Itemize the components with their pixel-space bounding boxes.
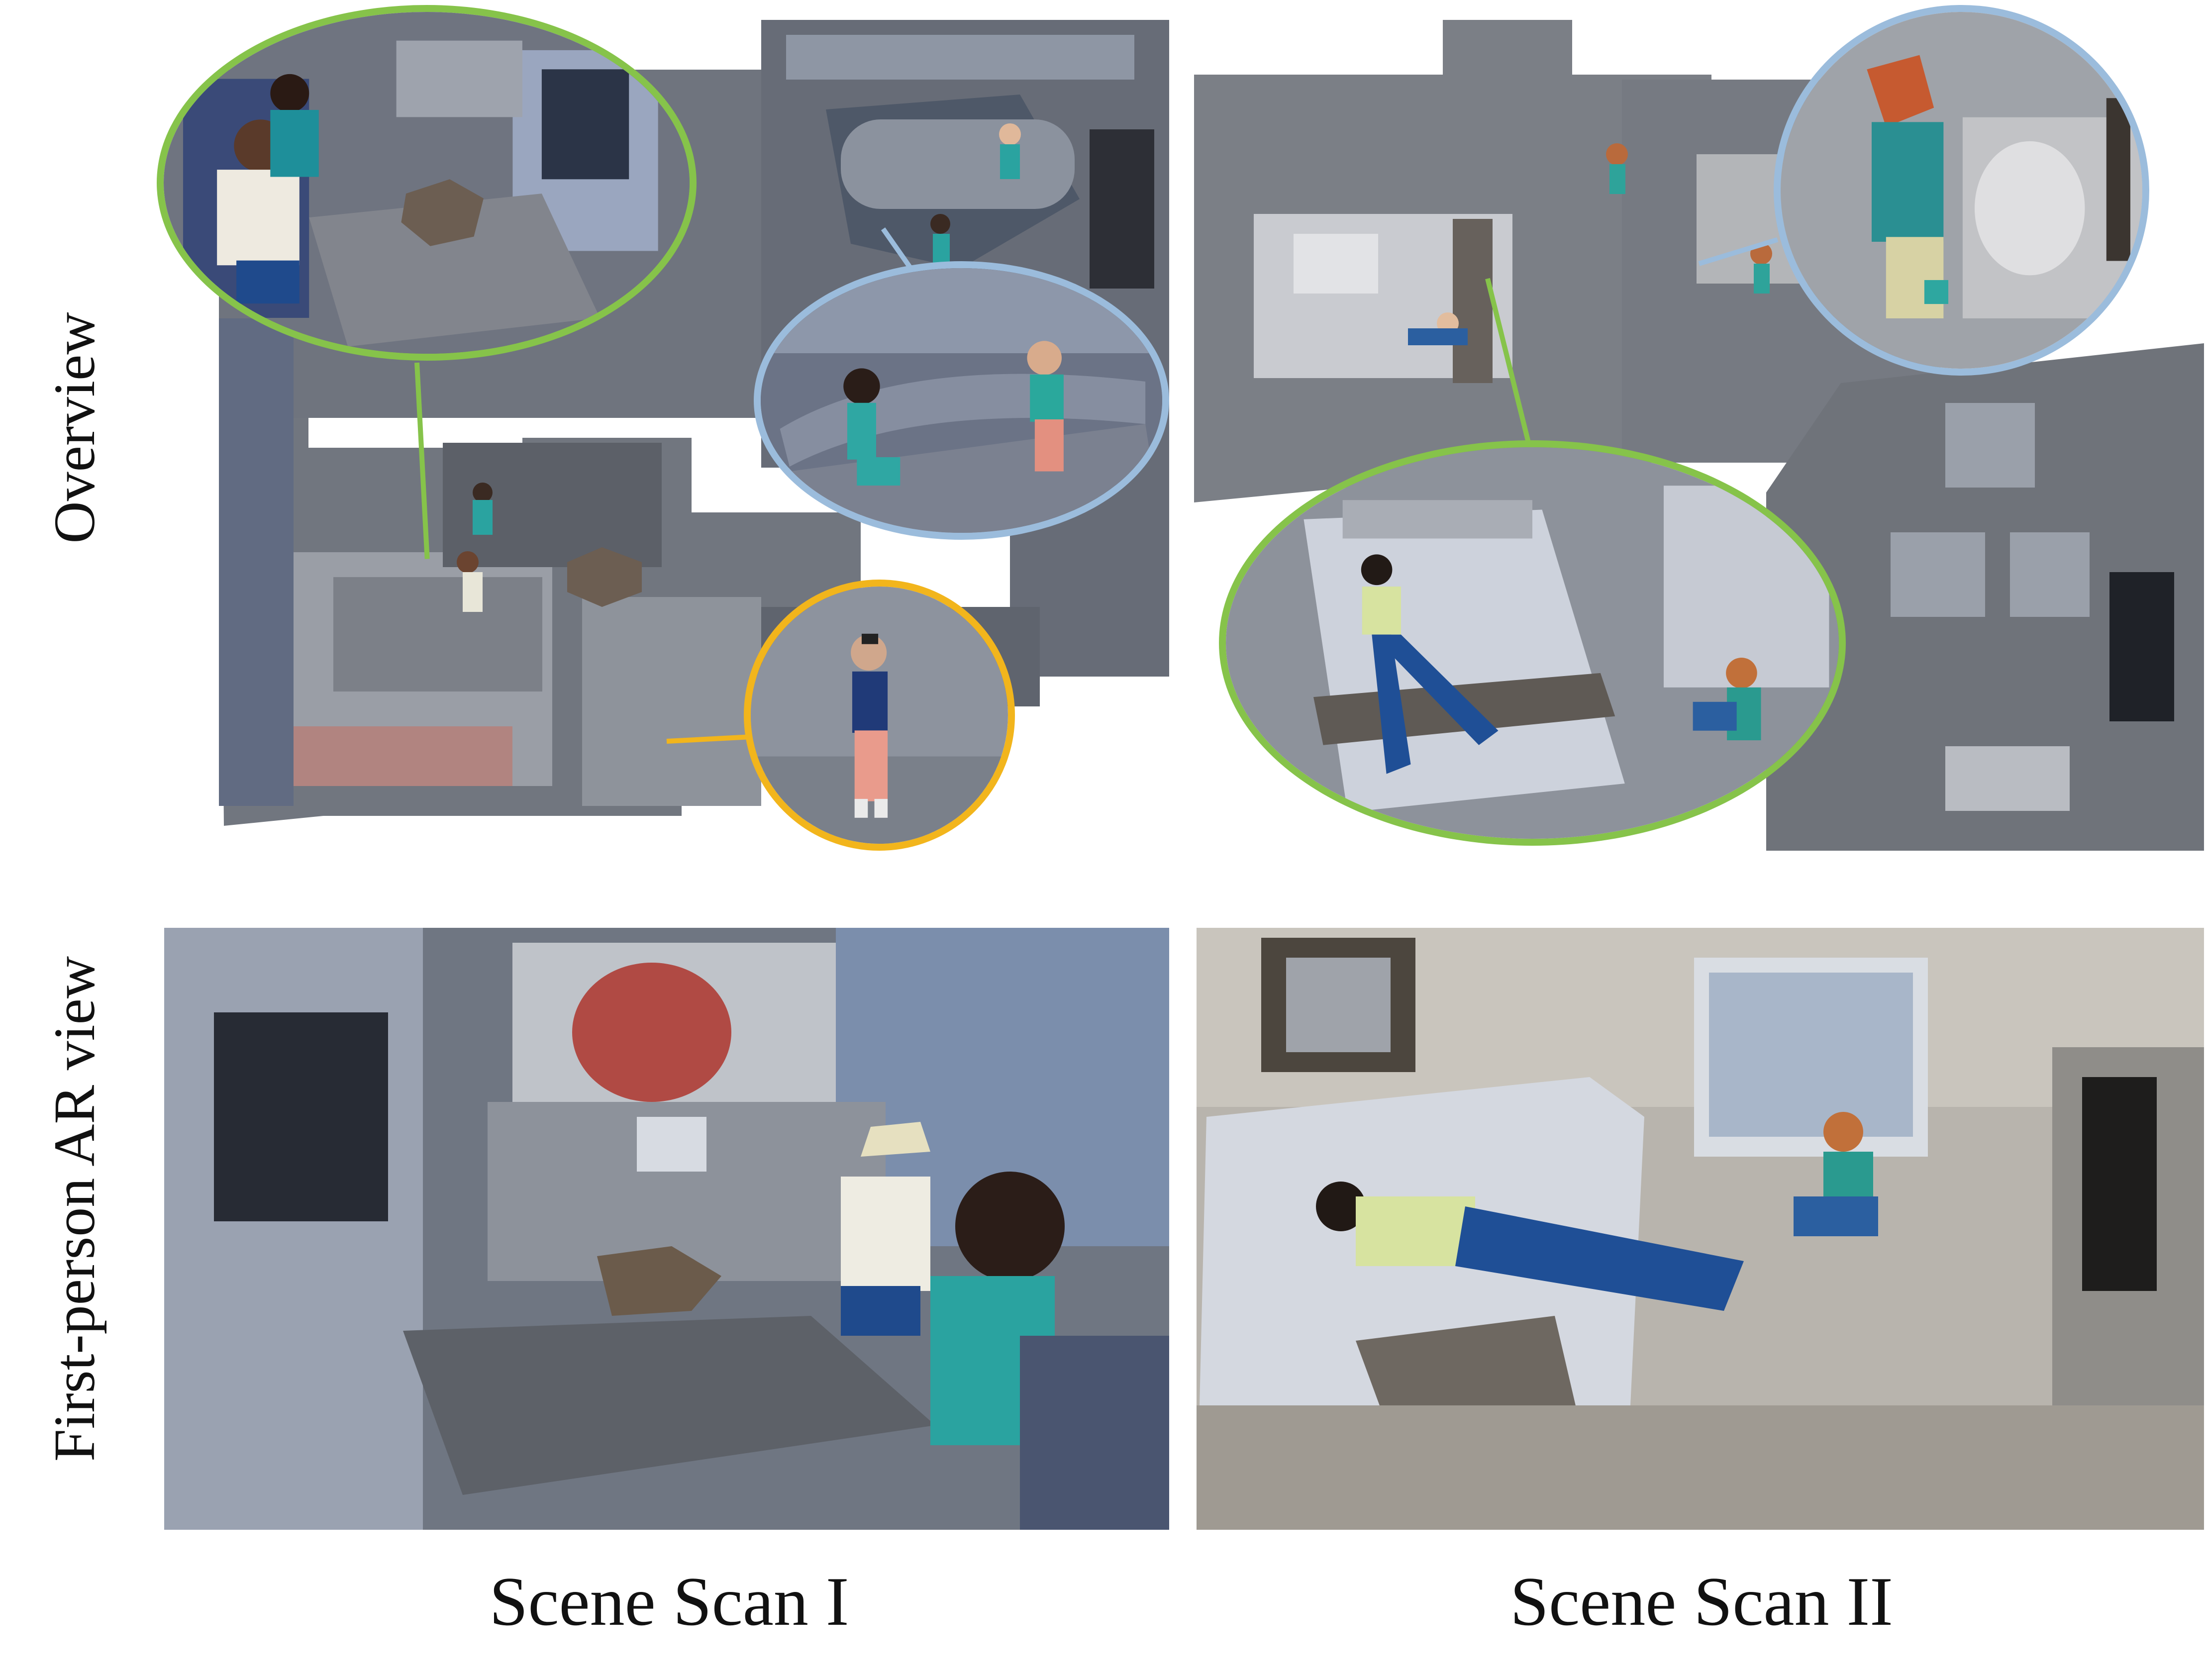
first-person-scan2-view <box>1197 928 2204 1530</box>
callout-scan1-living-room <box>157 5 697 361</box>
callout-scan2-bedroom <box>1219 440 1846 846</box>
row-label-first-person: First-person AR view <box>42 956 107 1462</box>
callout-scan1-sofa-area <box>754 261 1169 540</box>
first-person-scan1-view <box>164 928 1169 1530</box>
column-label-scene-scan-1: Scene Scan I <box>489 1563 849 1640</box>
column-label-scene-scan-2: Scene Scan II <box>1510 1563 1893 1640</box>
row-label-overview: Overview <box>42 312 107 544</box>
callout-scan1-bathroom <box>744 580 1015 851</box>
callout-scan2-bathroom-sink <box>1774 5 2149 376</box>
